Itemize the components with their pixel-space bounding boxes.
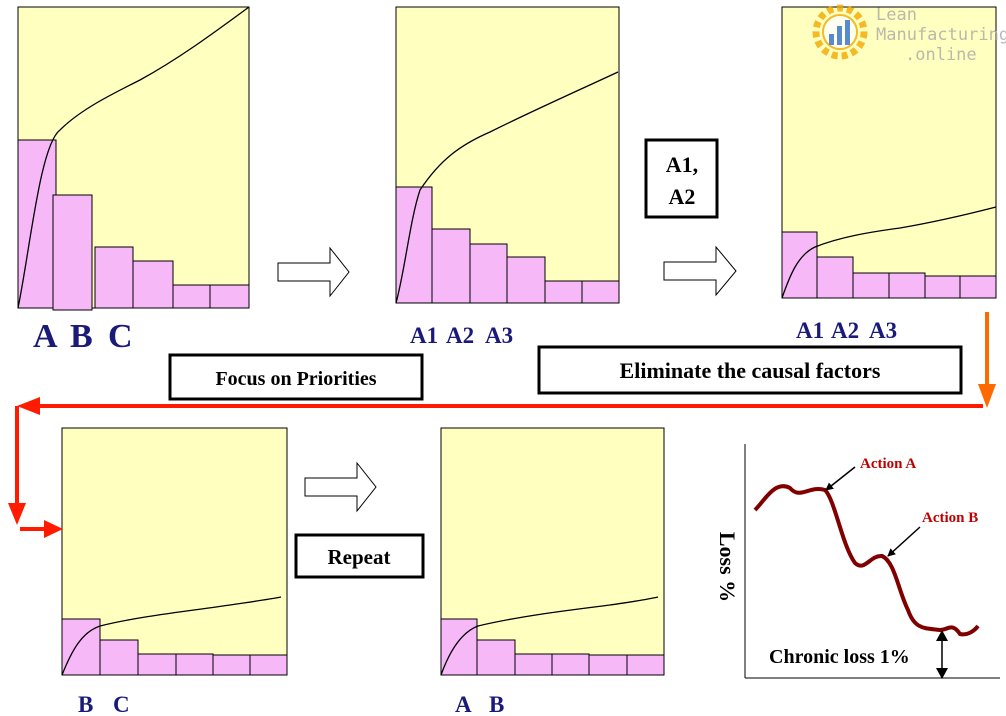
panel1-label-b: B (70, 318, 93, 355)
focus-text: Focus on Priorities (215, 368, 376, 390)
right-arrow-icon (304, 461, 377, 513)
a1-a2-box: A1, A2 (644, 138, 719, 219)
pareto-bar (959, 275, 997, 299)
pareto-bar (137, 653, 177, 676)
pareto-bar (581, 280, 620, 304)
pareto-bar (249, 654, 288, 676)
pareto-bar (852, 272, 890, 299)
panel1-label-c: C (108, 318, 133, 355)
loss-curve (753, 484, 980, 637)
cumulative-curve (395, 71, 619, 304)
panel4-label-c: C (113, 692, 130, 716)
action-a-label: Action A (860, 456, 916, 472)
down-arrow-icon (978, 312, 996, 408)
panel2-label-a2: A2 (446, 323, 474, 348)
eliminate-text: Eliminate the causal factors (620, 358, 881, 383)
pareto-bar (924, 275, 961, 299)
logo-line2: Manufacturing (876, 25, 1006, 45)
pareto-panel-4 (61, 427, 288, 676)
a1a2-line2: A2 (669, 184, 696, 209)
loss-chart: Loss % Action A Action B Chronic loss 1% (715, 444, 1000, 679)
pareto-bar (888, 272, 926, 299)
pareto-bar (175, 653, 214, 676)
panel5-label-a: A (455, 692, 472, 716)
pareto-bar (588, 654, 628, 676)
cumulative-curve (781, 206, 997, 299)
pareto-bar (514, 653, 553, 676)
pareto-bar (172, 284, 211, 309)
chronic-loss-label: Chronic loss 1% (769, 646, 910, 668)
pareto-bar (17, 139, 57, 309)
focus-box: Focus on Priorities (168, 353, 424, 401)
pareto-bar (506, 256, 546, 304)
pareto-bar (626, 654, 665, 676)
pareto-bar (431, 228, 471, 304)
pareto-panel-2 (395, 6, 620, 304)
flow-arrow-icon (8, 397, 983, 538)
repeat-text: Repeat (328, 545, 391, 569)
pareto-bar (440, 618, 478, 676)
pareto-bar (61, 618, 101, 676)
pareto-bar (395, 186, 433, 304)
panel3-label-a2: A2 (831, 318, 859, 343)
pareto-bar (212, 654, 251, 676)
pareto-panel-3 (781, 6, 997, 299)
panel2-label-a1: A1 (410, 323, 438, 348)
pareto-bar (99, 639, 139, 676)
a1a2-line1: A1, (666, 152, 698, 177)
pareto-bar (469, 243, 508, 304)
panel2-label-a3: A3 (485, 323, 513, 348)
pareto-bar (781, 231, 818, 299)
cumulative-curve (440, 596, 659, 676)
pareto-panel-1 (17, 6, 250, 311)
pareto-bar (816, 256, 854, 299)
pareto-bar (551, 653, 590, 676)
pareto-bar (132, 260, 174, 309)
panel3-label-a3: A3 (869, 318, 897, 343)
repeat-box: Repeat (294, 533, 425, 579)
logo-line3: .online (905, 45, 977, 65)
right-arrow-icon (663, 245, 737, 297)
panel3-label-a1: A1 (796, 318, 824, 343)
lean-manufacturing-logo: Lean Manufacturing .online (812, 4, 1006, 65)
pareto-bar (544, 280, 583, 304)
panel1-label-a: A (33, 318, 58, 355)
panel5-label-b: B (489, 692, 504, 716)
action-b-label: Action B (922, 510, 978, 526)
pareto-panel-5 (440, 427, 665, 676)
cumulative-curve (17, 6, 250, 309)
pareto-bar (476, 639, 516, 676)
right-arrow-icon (277, 246, 350, 298)
pareto-bar (52, 194, 93, 311)
eliminate-box: Eliminate the causal factors (537, 345, 963, 395)
loss-ylabel: Loss % (715, 532, 740, 602)
logo-line1: Lean (876, 5, 917, 25)
panel4-label-b: B (78, 692, 93, 716)
pareto-bar (94, 246, 134, 309)
cumulative-curve (61, 596, 282, 676)
pareto-bar (209, 284, 250, 309)
